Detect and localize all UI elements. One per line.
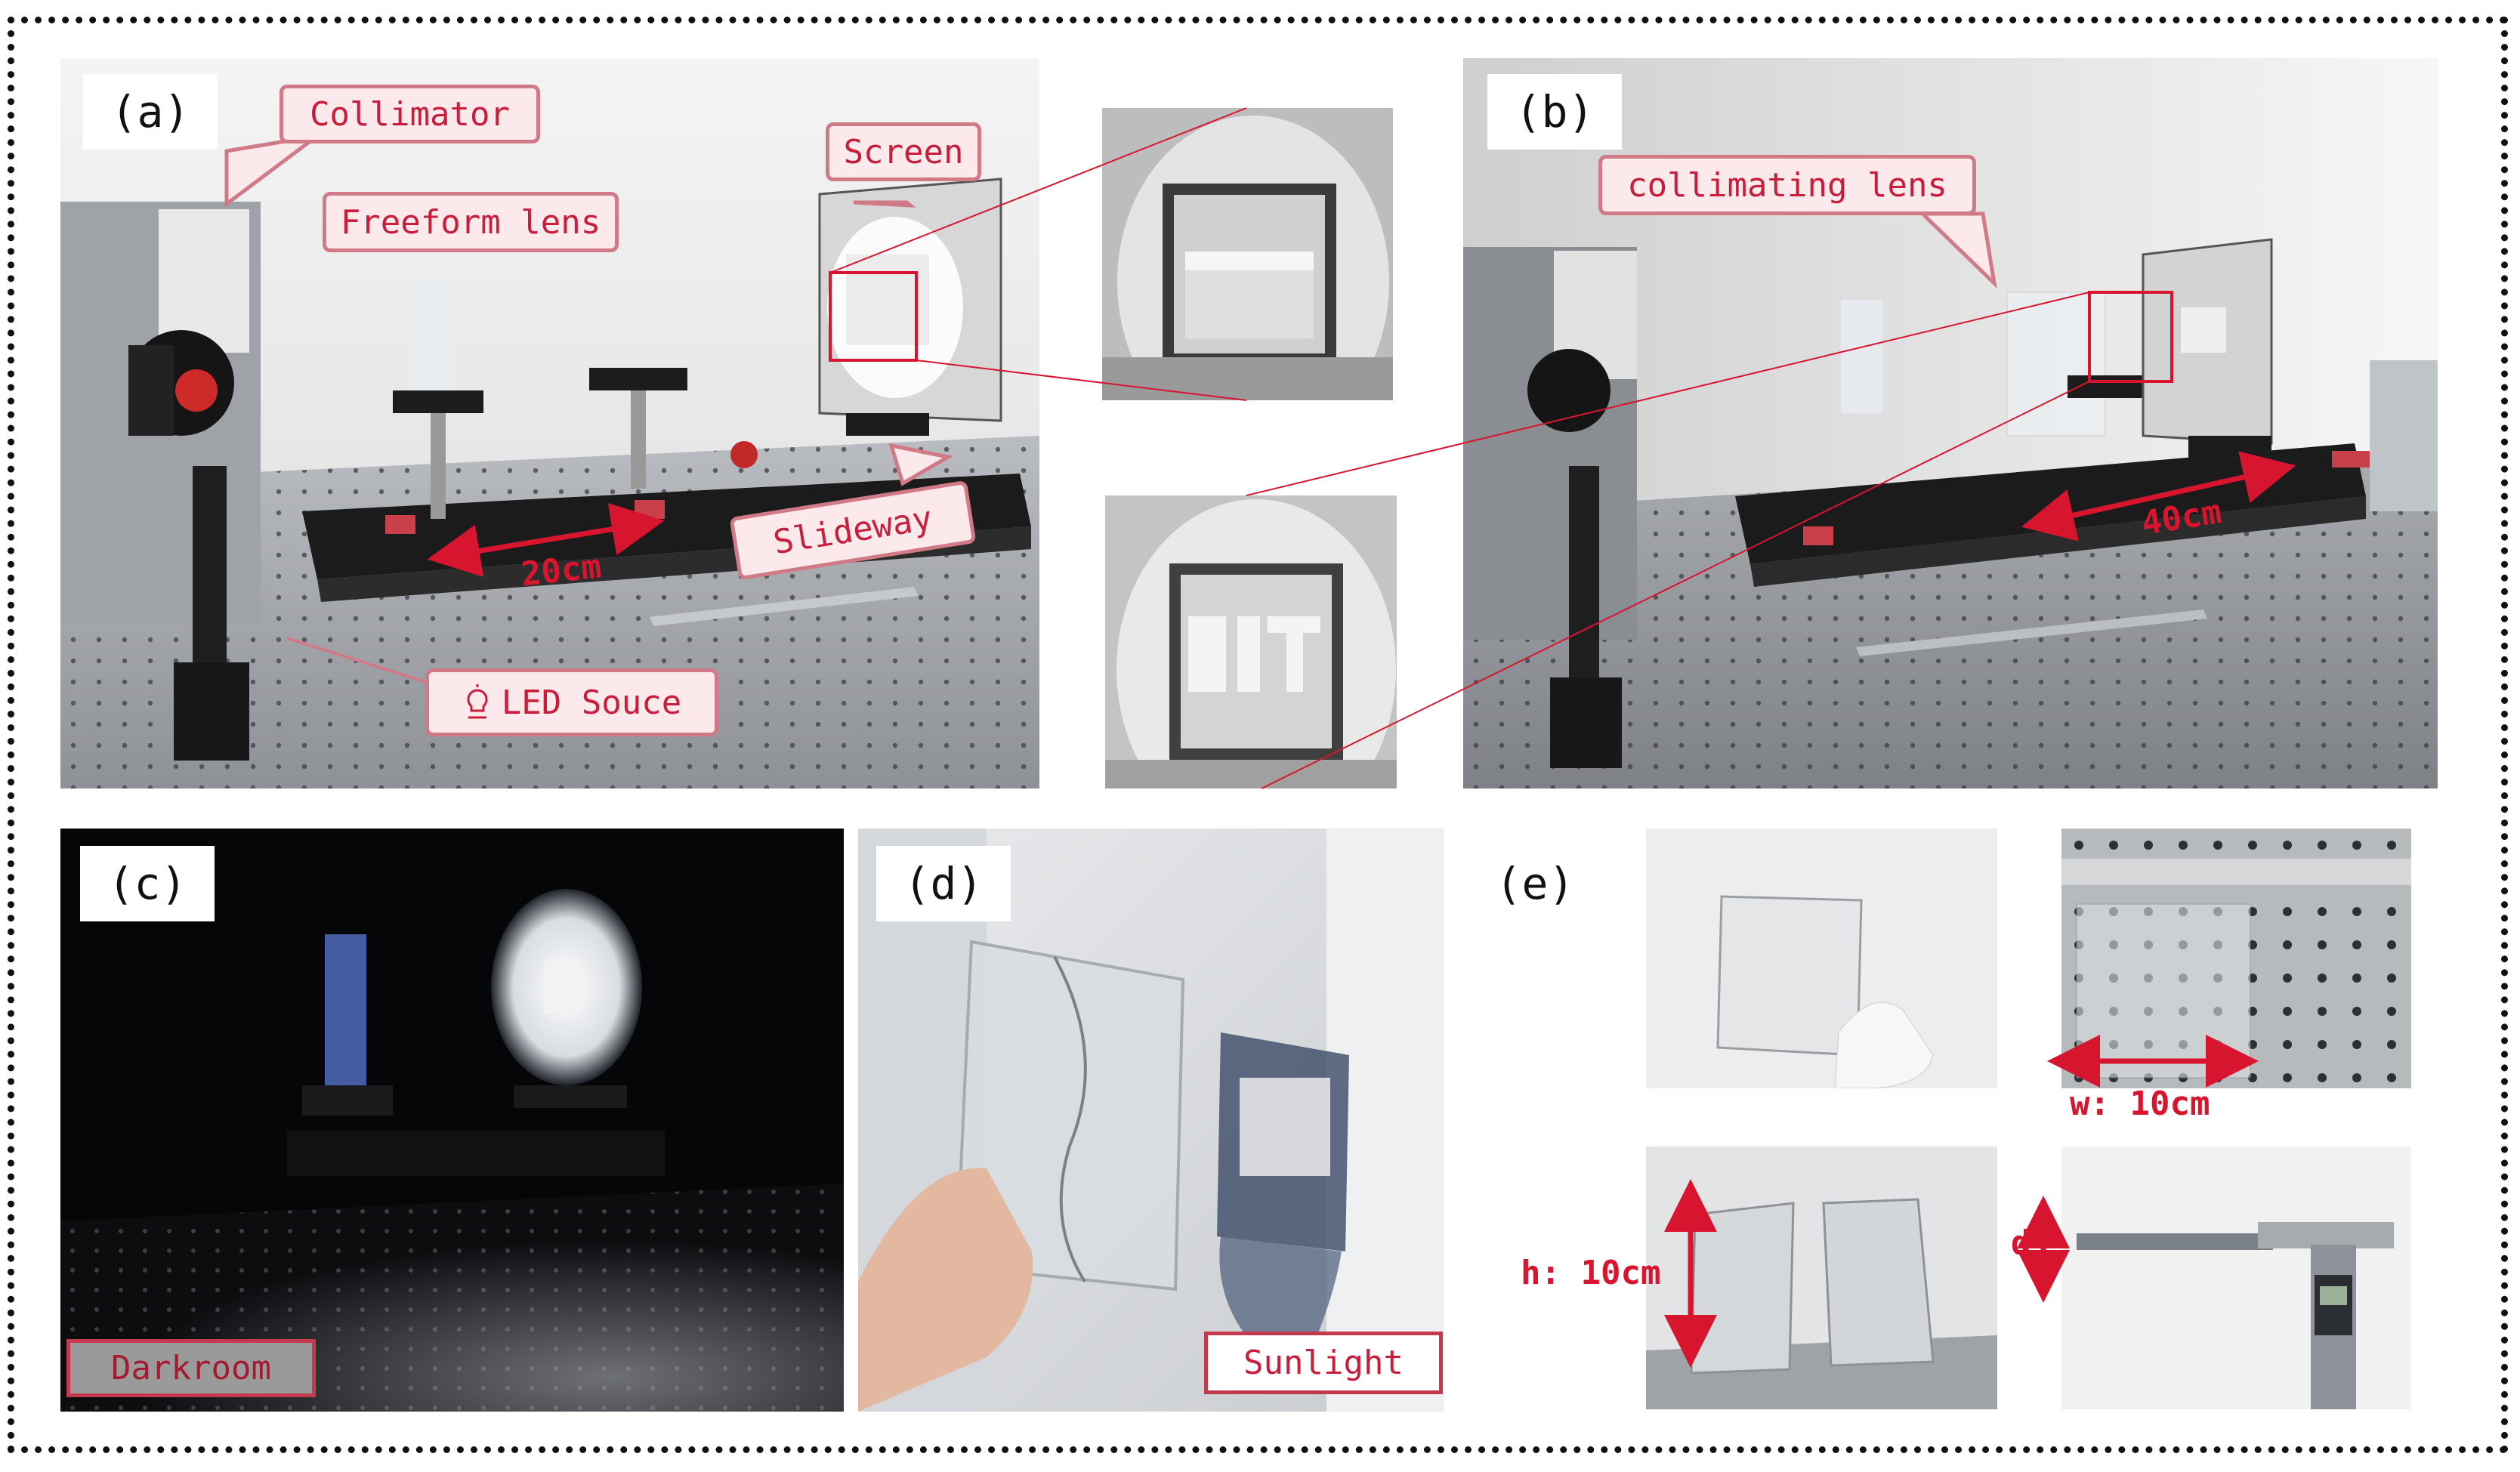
callout-collimating-lens: collimating lens [1598, 155, 1976, 215]
dotted-border-frame [8, 17, 2508, 1453]
darkroom-tag: Darkroom [66, 1339, 316, 1397]
zoom-inset-bottom [1105, 495, 1397, 788]
callout-freeform-lens: Freeform lens [323, 192, 619, 252]
panel-label-e: (e) [1468, 846, 1602, 921]
photo-panel-e-lens-table [2061, 829, 2411, 1088]
panel-label-a: (a) [83, 74, 218, 150]
photo-panel-e-lenses-standing [1646, 1146, 1997, 1409]
callout-collimator: Collimator [279, 85, 540, 143]
panel-label-c: (c) [80, 846, 215, 921]
photo-panel-d [858, 829, 1444, 1412]
height-label: h: 10cm [1521, 1254, 1661, 1292]
photo-panel-e-caliper [2061, 1146, 2411, 1409]
led-source-label: LED Souce [501, 683, 682, 722]
panel-label-d: (d) [876, 846, 1011, 921]
sunlight-tag: Sunlight [1204, 1332, 1443, 1394]
bulb-icon [462, 684, 493, 721]
callout-led-source: LED Souce [425, 668, 718, 736]
depth-label: d [2011, 1224, 2031, 1262]
zoom-inset-top [1102, 108, 1393, 400]
panel-label-b: (b) [1487, 74, 1622, 150]
photo-panel-e-lens-hand [1646, 829, 1997, 1088]
width-label: w: 10cm [2070, 1085, 2210, 1123]
callout-screen: Screen [826, 122, 981, 181]
